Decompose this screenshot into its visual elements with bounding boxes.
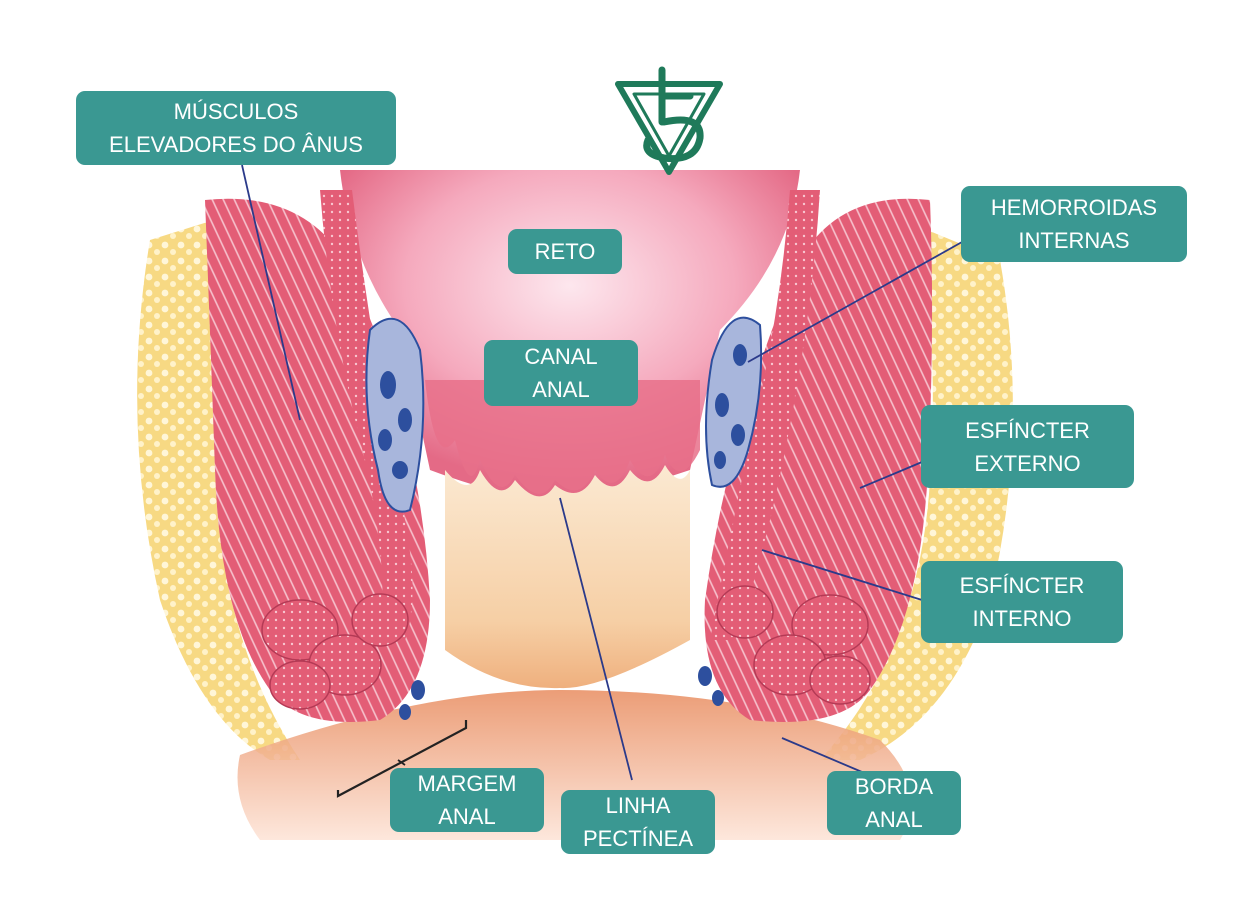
label-borda-anal: BORDA ANAL	[827, 771, 961, 835]
internal-hemorrhoids-right	[705, 316, 763, 488]
anal-columns	[425, 380, 700, 494]
label-hemorroidas-internas: HEMORROIDAS INTERNAS	[961, 186, 1187, 262]
perianal-fat-left	[137, 215, 300, 760]
internal-hemorrhoids-left	[365, 317, 425, 513]
label-margem-anal: MARGEM ANAL	[390, 768, 544, 832]
leader-levator	[241, 164, 301, 421]
leader-esfincter-externo	[859, 461, 923, 489]
leader-lines	[241, 164, 963, 798]
leader-linha-pectinea	[559, 497, 633, 781]
internal-sphincter-left	[320, 190, 413, 640]
label-reto: RETO	[508, 229, 622, 274]
external-hemorrhoid-veins	[399, 666, 724, 720]
label-linha-pectinea: LINHA PECTÍNEA	[561, 790, 715, 854]
leader-hemorroidas	[747, 241, 963, 363]
puborectalis-lobes-left	[261, 593, 409, 710]
internal-sphincter-right	[710, 190, 820, 640]
leader-esfincter-interno	[761, 549, 923, 601]
label-esfincter-externo: ESFÍNCTER EXTERNO	[921, 405, 1134, 488]
puborectalis-lobes-right	[716, 585, 871, 705]
label-musculos-elevadores: MÚSCULOS ELEVADORES DO ÂNUS	[76, 91, 396, 165]
anal-canal	[445, 465, 690, 689]
leader-margem-anal	[397, 759, 406, 766]
clinic-logo-icon	[615, 66, 723, 175]
label-esfincter-interno: ESFÍNCTER INTERNO	[921, 561, 1123, 643]
label-canal-anal: CANAL ANAL	[484, 340, 638, 406]
leader-borda-anal	[781, 737, 863, 773]
